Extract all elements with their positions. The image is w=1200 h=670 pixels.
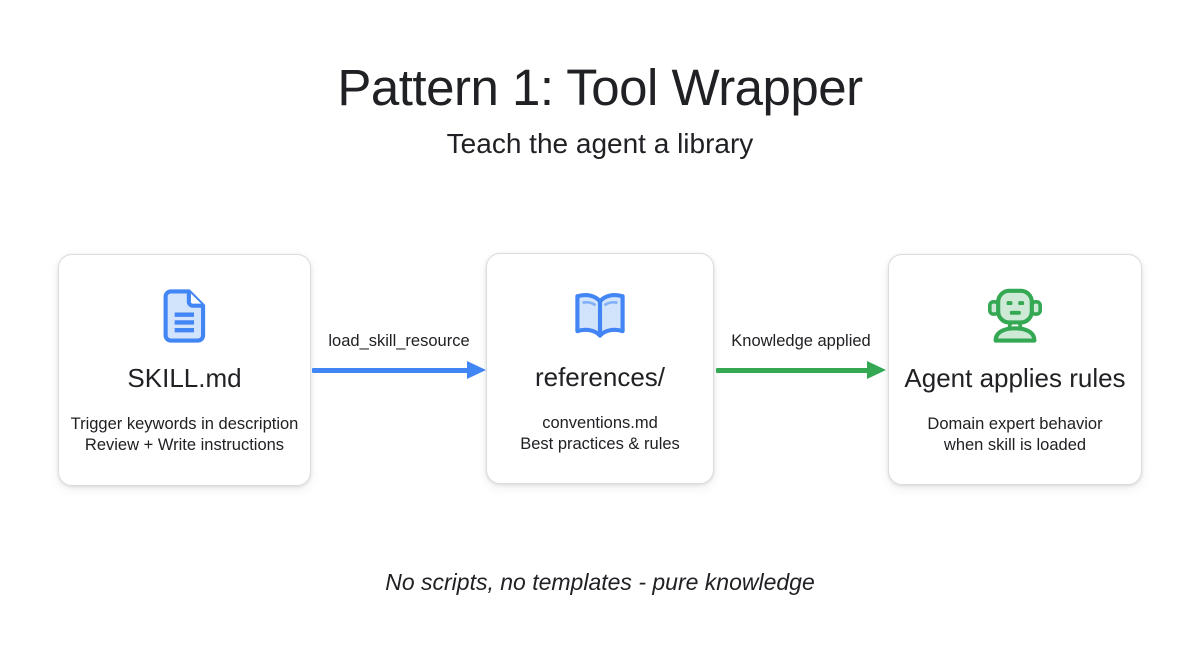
footer-note: No scripts, no templates - pure knowledg… [385,569,815,595]
page-title: Pattern 1: Tool Wrapper [337,59,863,116]
card-agent-desc-line2: when skill is loaded [943,436,1087,454]
card-skill-md: SKILL.md Trigger keywords in description… [58,254,311,486]
card-skill-desc-line1: Trigger keywords in description [70,415,299,433]
card-agent-title: Agent applies rules [904,363,1126,393]
page-subtitle: Teach the agent a library [446,128,754,159]
document-icon [154,285,216,347]
card-agent-description: Domain expert behavior when skill is loa… [927,414,1102,456]
arrow-knowledge-label: Knowledge applied [731,332,871,350]
arrow-load-skill-resource: load_skill_resource [312,332,486,380]
card-skill-title: SKILL.md [127,363,242,393]
arrow-knowledge-applied: Knowledge applied [716,332,886,380]
open-book-icon [569,284,631,346]
arrow-load-label: load_skill_resource [328,332,470,350]
arrow-knowledge-head [867,361,886,379]
robot-icon [984,285,1046,347]
arrow-load-line [312,368,468,373]
card-references-description: conventions.md Best practices & rules [520,413,680,455]
card-skill-desc-line2: Review + Write instructions [84,436,285,454]
card-agent-applies-rules: Agent applies rules Domain expert behavi… [888,254,1142,485]
card-references-desc-line1: conventions.md [542,414,658,432]
arrow-load-head [467,361,486,379]
arrow-knowledge-line [716,368,868,373]
card-references: references/ conventions.md Best practice… [486,253,714,484]
card-references-title: references/ [534,362,666,392]
card-references-desc-line2: Best practices & rules [520,435,680,453]
card-skill-description: Trigger keywords in description Review +… [71,414,299,456]
card-agent-desc-line1: Domain expert behavior [927,415,1103,433]
